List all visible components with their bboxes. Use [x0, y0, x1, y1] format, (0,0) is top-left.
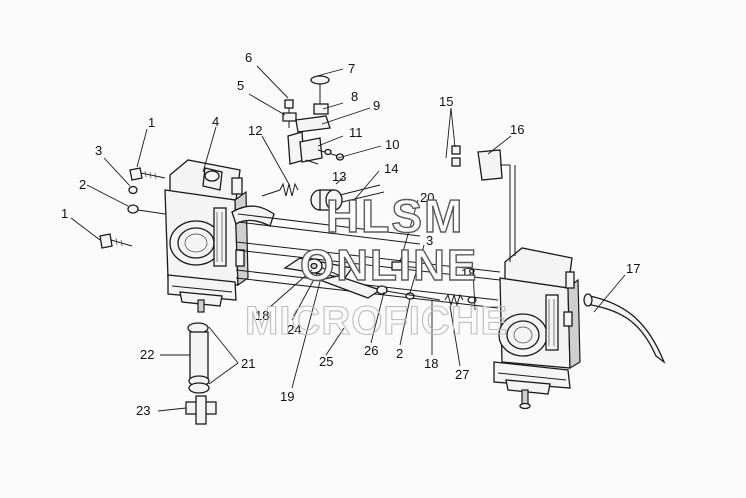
callout-20: 20 — [420, 190, 434, 205]
callout-15: 15 — [439, 94, 453, 109]
callout-10: 10 — [385, 137, 399, 152]
callout-6: 6 — [245, 50, 252, 65]
callout-24: 24 — [287, 322, 301, 337]
callout-23: 23 — [136, 403, 150, 418]
callout-17: 17 — [626, 261, 640, 276]
callout-5: 5 — [237, 78, 244, 93]
callout-7: 7 — [348, 61, 355, 76]
right-carburetor — [493, 247, 581, 410]
callouts: 6 7 5 8 9 1 4 12 11 10 3 13 14 2 20 1 3 … — [61, 50, 640, 418]
callout-27: 27 — [455, 367, 469, 382]
callout-14: 14 — [384, 161, 398, 176]
small-parts — [99, 75, 666, 425]
callout-9: 9 — [373, 98, 380, 113]
callout-18-bottom: 18 — [424, 356, 438, 371]
watermark-line-1: HLSM — [326, 190, 464, 242]
watermark-line-2: ONLINE — [300, 241, 478, 290]
callout-11: 11 — [349, 125, 363, 140]
callout-19: 19 — [280, 389, 294, 404]
callout-13: 13 — [332, 169, 346, 184]
callout-1-top: 1 — [148, 115, 155, 130]
callout-3-left: 3 — [95, 143, 102, 158]
callout-3-mid: 3 — [426, 233, 433, 248]
watermark: MICROFICHE HLSM ONLINE — [244, 189, 508, 343]
callout-16: 16 — [510, 122, 524, 137]
callout-25: 25 — [319, 354, 333, 369]
callout-2-left: 2 — [79, 177, 86, 192]
callout-1-bottom: 1 — [61, 206, 68, 221]
callout-21: 21 — [241, 356, 255, 371]
callout-18-right: 18 — [461, 266, 475, 281]
watermark-line-3: MICROFICHE — [245, 299, 508, 343]
leader-lines — [70, 65, 626, 412]
callout-18-left: 18 — [255, 308, 269, 323]
callout-2-bottom: 2 — [396, 346, 403, 361]
left-carburetor — [164, 159, 275, 313]
callout-4: 4 — [212, 114, 219, 129]
callout-22: 22 — [140, 347, 154, 362]
callout-12: 12 — [248, 123, 262, 138]
callout-8: 8 — [351, 89, 358, 104]
callout-26: 26 — [364, 343, 378, 358]
